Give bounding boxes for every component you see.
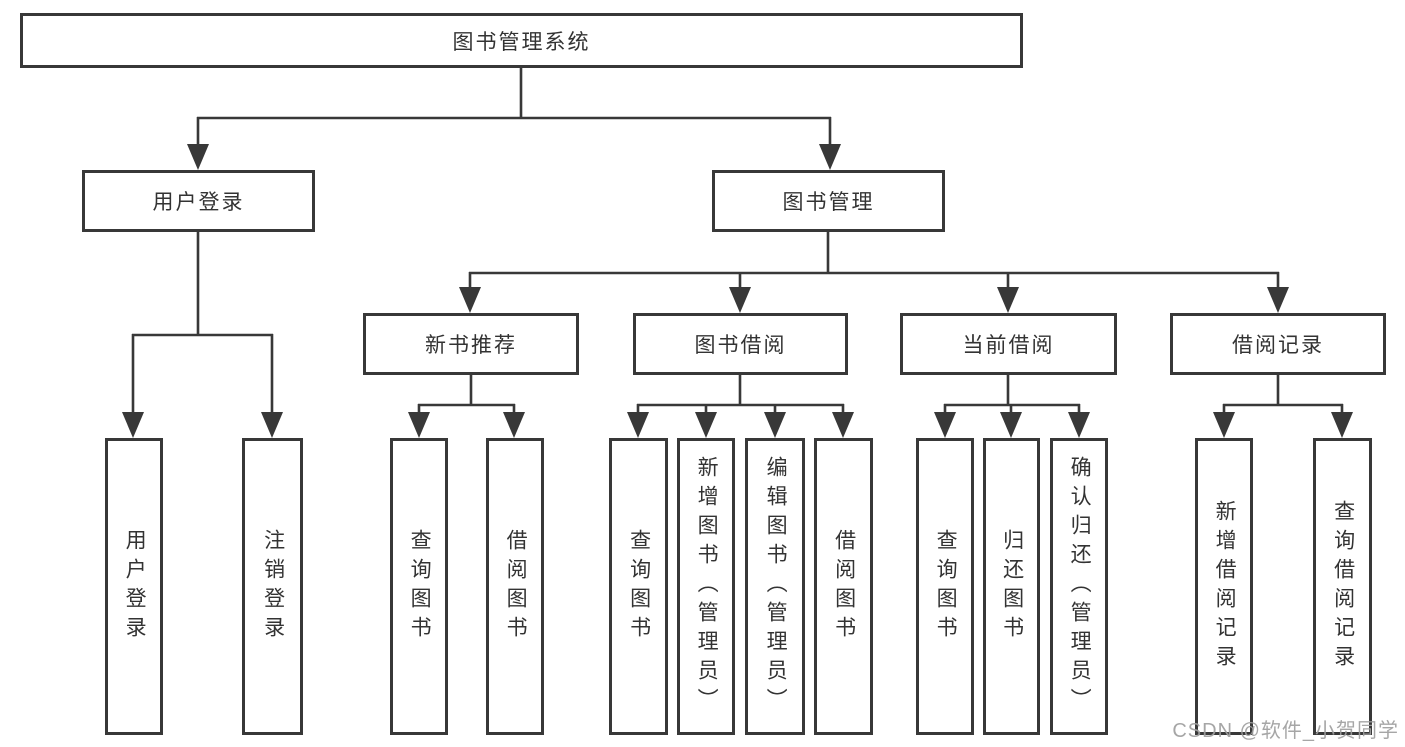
leaf-query-books-current-label: 查询图书 (934, 528, 958, 645)
leaf-logout-action-label: 注销登录 (261, 528, 285, 645)
leaf-query-books-recommend-label: 查询图书 (408, 528, 432, 645)
leaf-user-login-action: 用户登录 (105, 438, 163, 735)
node-current-borrow-label: 当前借阅 (962, 334, 1055, 357)
leaf-add-borrow-record: 新增借阅记录 (1195, 438, 1253, 735)
node-book-borrow: 图书借阅 (633, 313, 848, 375)
leaf-query-borrow-record-label: 查询借阅记录 (1331, 499, 1355, 674)
leaf-borrow-books: 借阅图书 (814, 438, 873, 735)
leaf-logout-action: 注销登录 (242, 438, 303, 735)
leaf-edit-books-admin: 编辑图书（管理员） (745, 438, 805, 735)
leaf-query-books-borrow: 查询图书 (609, 438, 668, 735)
leaf-confirm-return-admin: 确认归还（管理员） (1050, 438, 1108, 735)
leaf-borrow-books-label: 借阅图书 (832, 528, 856, 645)
leaf-add-books-admin-label: 新增图书（管理员） (695, 456, 719, 717)
leaf-user-login-action-label: 用户登录 (123, 528, 147, 645)
csdn-watermark: CSDN @软件_小贺同学 (1172, 720, 1399, 742)
leaf-return-books-label: 归还图书 (1000, 528, 1024, 645)
node-root-label: 图书管理系统 (452, 30, 591, 54)
node-borrow-records-label: 借阅记录 (1232, 334, 1324, 357)
node-new-book-recommend: 新书推荐 (363, 313, 579, 375)
node-book-management-label: 图书管理 (782, 191, 875, 214)
node-new-book-recommend-label: 新书推荐 (425, 334, 517, 357)
leaf-query-borrow-record: 查询借阅记录 (1313, 438, 1372, 735)
leaf-borrow-books-recommend: 借阅图书 (486, 438, 544, 735)
leaf-add-books-admin: 新增图书（管理员） (677, 438, 735, 735)
leaf-borrow-books-recommend-label: 借阅图书 (504, 528, 528, 645)
leaf-edit-books-admin-label: 编辑图书（管理员） (764, 456, 788, 717)
leaf-return-books: 归还图书 (983, 438, 1040, 735)
node-book-borrow-label: 图书借阅 (694, 334, 787, 357)
connector-arrowheads (122, 144, 1353, 438)
node-book-management: 图书管理 (712, 170, 945, 232)
node-borrow-records: 借阅记录 (1170, 313, 1386, 375)
node-user-login: 用户登录 (82, 170, 315, 232)
node-user-login-label: 用户登录 (152, 191, 245, 214)
connector-lines (131, 68, 1344, 415)
leaf-confirm-return-admin-label: 确认归还（管理员） (1068, 456, 1092, 717)
node-root: 图书管理系统 (20, 13, 1023, 68)
leaf-query-books-borrow-label: 查询图书 (627, 528, 651, 645)
leaf-query-books-current: 查询图书 (916, 438, 974, 735)
leaf-query-books-recommend: 查询图书 (390, 438, 448, 735)
node-current-borrow: 当前借阅 (900, 313, 1117, 375)
leaf-add-borrow-record-label: 新增借阅记录 (1213, 499, 1237, 674)
